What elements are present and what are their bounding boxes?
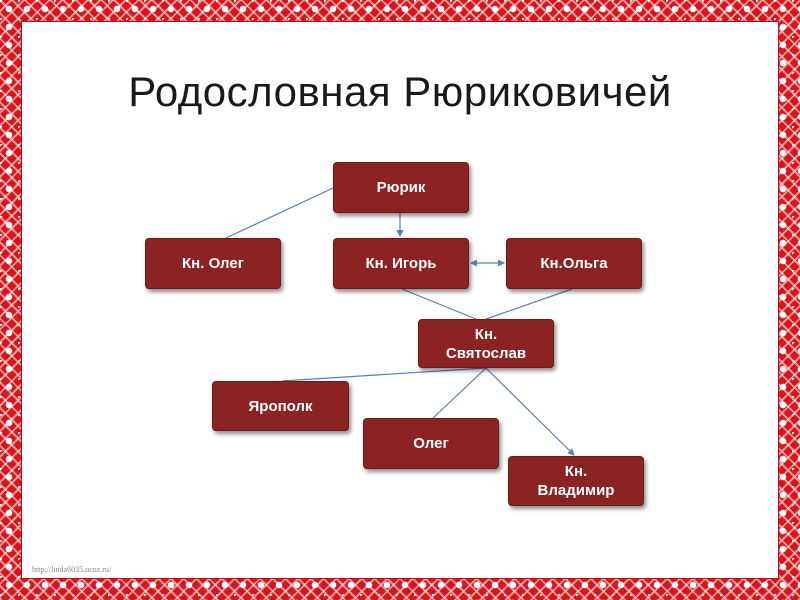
connector-svyatoslav-vladimir	[486, 368, 574, 455]
node-svyatoslav[interactable]: Кн. Святослав	[418, 319, 554, 368]
node-oleg[interactable]: Олег	[363, 418, 499, 469]
node-yaropolk[interactable]: Ярополк	[212, 381, 349, 431]
connector-igor-svyatoslav	[402, 289, 476, 319]
node-olga[interactable]: Кн.Ольга	[506, 238, 642, 289]
connector-svyatoslav-oleg	[433, 368, 486, 418]
node-igor[interactable]: Кн. Игорь	[333, 238, 469, 289]
connector-rurik-oleg	[226, 188, 333, 238]
node-prince-oleg[interactable]: Кн. Олег	[145, 238, 281, 289]
node-rurik[interactable]: Рюрик	[333, 162, 469, 213]
node-vladimir[interactable]: Кн. Владимир	[508, 456, 644, 506]
footer-url: http://linda6035.ucoz.ru/	[32, 565, 111, 574]
connector-olga-svyatoslav	[486, 289, 572, 319]
connector-svyatoslav-yaropolk	[282, 368, 486, 381]
